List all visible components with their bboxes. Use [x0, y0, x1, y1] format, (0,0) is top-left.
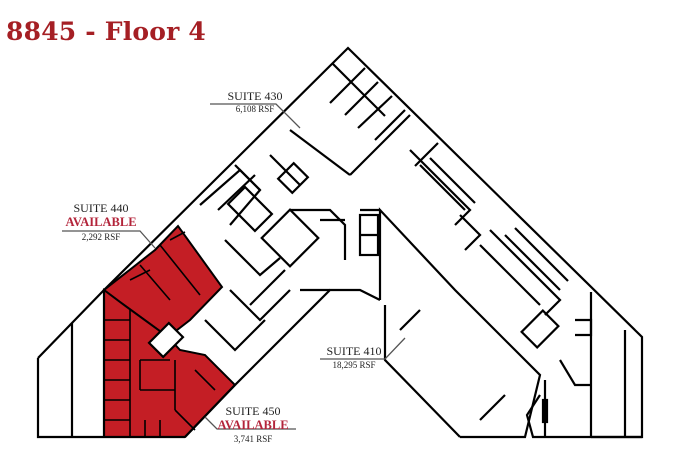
- suite-rsf: 2,292 RSF: [81, 232, 121, 242]
- availability-badge: AVAILABLE: [217, 418, 289, 432]
- suite-440-label[interactable]: SUITE 440 AVAILABLE 2,292 RSF: [60, 202, 142, 243]
- availability-badge: AVAILABLE: [65, 215, 137, 229]
- suite-name: SUITE 410: [326, 344, 382, 358]
- suite-rsf: 3,741 RSF: [233, 434, 273, 444]
- page-title: 8845 - Floor 4: [6, 17, 207, 46]
- suite-name: SUITE 430: [227, 89, 283, 103]
- suite-430-label[interactable]: SUITE 430 6,108 RSF: [208, 90, 302, 115]
- suite-rsf: 6,108 RSF: [235, 104, 275, 114]
- building-outline: [36, 46, 644, 439]
- available-area: [102, 224, 237, 438]
- suite-410-label[interactable]: SUITE 410 18,295 RSF: [318, 345, 390, 371]
- suite-name: SUITE 450: [225, 404, 281, 418]
- suite-450-label[interactable]: SUITE 450 AVAILABLE 3,741 RSF: [210, 405, 296, 445]
- suite-rsf: 18,295 RSF: [332, 360, 376, 370]
- leader-lines: [62, 103, 406, 430]
- suite-name: SUITE 440: [73, 201, 129, 215]
